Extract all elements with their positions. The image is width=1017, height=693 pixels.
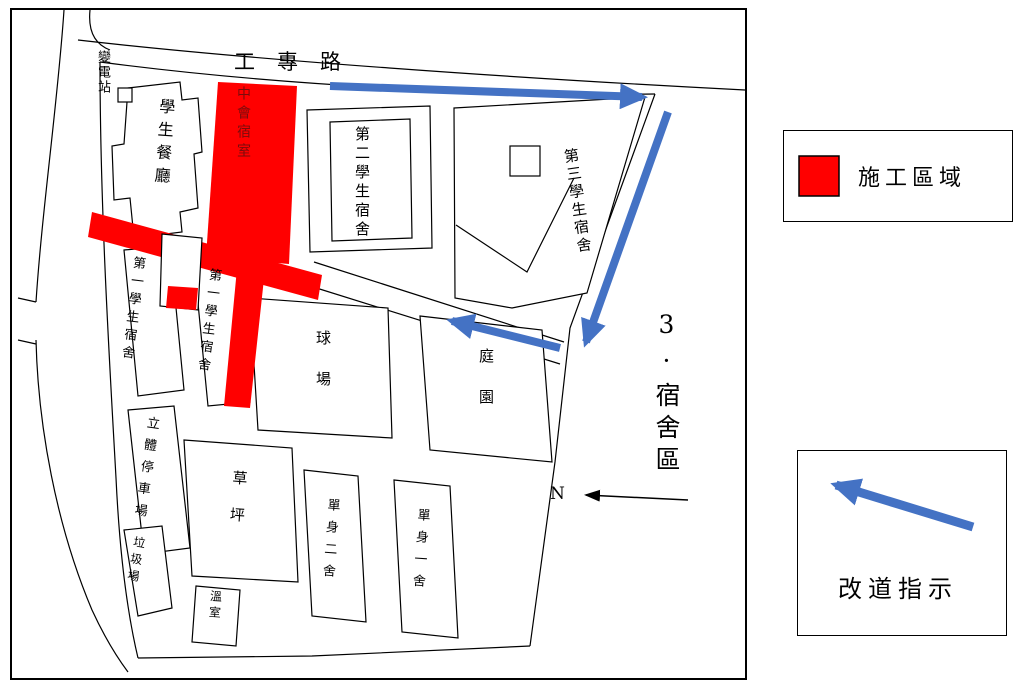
construction-zone-south-strip bbox=[224, 258, 266, 408]
north-label: N bbox=[550, 484, 565, 504]
single-dorm2-building bbox=[303, 469, 367, 623]
detour-arrow-south bbox=[581, 110, 672, 348]
construction-swatch-wrap bbox=[798, 155, 840, 197]
legend-construction-box: 施工區域 bbox=[783, 130, 1013, 222]
ballfield-label: 球場 bbox=[314, 330, 332, 412]
block-south-edge bbox=[137, 645, 531, 659]
block-east-edge bbox=[529, 93, 656, 647]
campus-map: 工專路 變電站 學生餐廳 中會宿室 第二學生宿舍 第三學生宿舍 第一學生宿舍 第… bbox=[10, 8, 747, 680]
dorm2-label: 第二學生宿舍 bbox=[353, 126, 371, 240]
detour-legend-drawing bbox=[830, 478, 975, 532]
garden-label: 庭園 bbox=[477, 348, 495, 430]
block-west-edge bbox=[99, 61, 139, 659]
dorm2-building bbox=[306, 105, 433, 253]
construction-zones bbox=[88, 82, 322, 408]
single-dorm1-building bbox=[393, 479, 459, 639]
construction-zone-main bbox=[206, 82, 297, 264]
greenhouse-label: 溫室 bbox=[206, 589, 223, 623]
construction-legend-label: 施工區域 bbox=[858, 166, 967, 191]
construction-swatch bbox=[798, 155, 840, 197]
detour-legend-arrow bbox=[830, 478, 975, 532]
ballfield-area bbox=[249, 297, 393, 439]
dorm2-inner-outline bbox=[329, 118, 413, 242]
road-label: 工專路 bbox=[234, 50, 363, 74]
garbage-area bbox=[123, 525, 173, 617]
construction-area-label: 中會宿室 bbox=[235, 86, 251, 162]
detour-arrows bbox=[329, 82, 672, 352]
road-west-lower bbox=[35, 339, 129, 673]
dorm3-wing-line bbox=[455, 177, 575, 273]
cafeteria-building bbox=[111, 81, 203, 239]
north-arrow bbox=[584, 489, 689, 502]
garden-area bbox=[419, 315, 553, 463]
road-west-branch-2 bbox=[17, 339, 37, 345]
lawn-label: 草坪 bbox=[225, 469, 249, 545]
dormitory-area-label: 3·宿舍區 bbox=[652, 310, 681, 478]
greenhouse-building bbox=[191, 585, 241, 647]
dorm3-courtyard bbox=[509, 145, 541, 177]
detour-legend-label: 改道指示 bbox=[838, 575, 958, 603]
dorm3-building bbox=[453, 96, 646, 309]
substation-building bbox=[117, 87, 133, 103]
construction-zone-small-patch bbox=[166, 286, 198, 310]
buildings bbox=[111, 81, 646, 647]
substation-label: 變電站 bbox=[95, 50, 110, 95]
map-drawing bbox=[17, 10, 745, 673]
construction-swatch-rect bbox=[798, 155, 840, 197]
detour-arrow-east bbox=[329, 82, 648, 110]
lawn-area bbox=[183, 439, 299, 583]
road-west-branch-1 bbox=[17, 297, 37, 303]
road-west-upper bbox=[35, 10, 65, 303]
legend-detour-box: 改道指示 bbox=[797, 450, 1007, 636]
detour-arrow-west bbox=[446, 313, 561, 352]
road-top-entry bbox=[89, 10, 111, 51]
